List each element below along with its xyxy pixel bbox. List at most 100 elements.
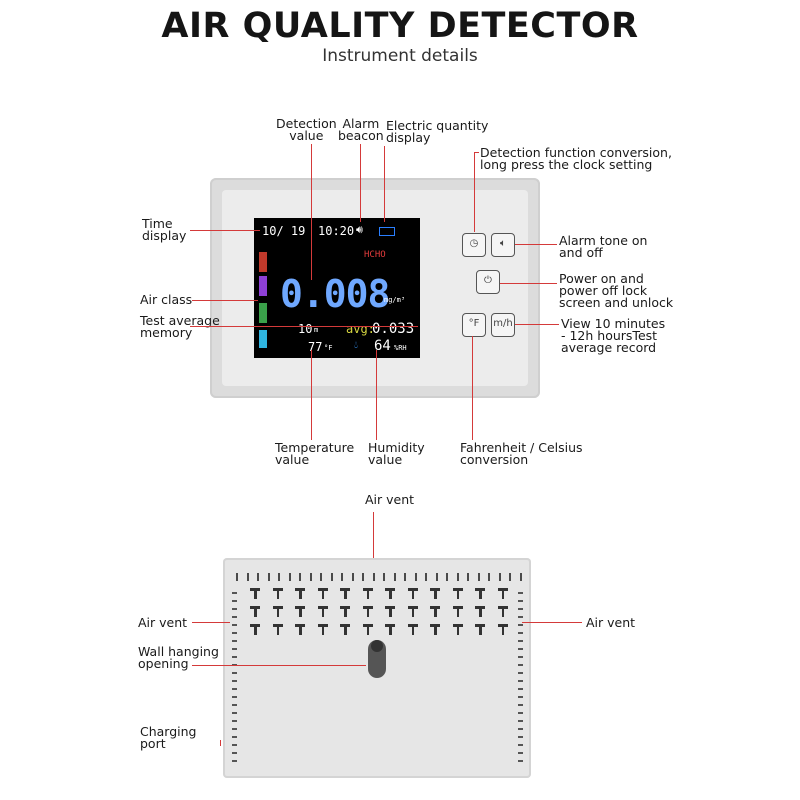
- side-vent-slot: [232, 712, 237, 714]
- vent-slot: [393, 573, 396, 581]
- leader-function-h: [474, 152, 479, 153]
- vent-tee: [340, 588, 350, 599]
- avg-label: avg:: [346, 322, 375, 336]
- vent-slot: [519, 573, 522, 581]
- humidity-unit: %RH: [394, 344, 407, 352]
- side-vent-slot: [232, 736, 237, 738]
- leader-air-vent-left: [192, 622, 230, 623]
- side-vent-slot: [518, 664, 523, 666]
- vent-tee: [295, 624, 305, 635]
- leader-charging-port: [220, 740, 221, 746]
- average-record-button[interactable]: m/h: [491, 313, 515, 337]
- vent-slot: [362, 573, 364, 581]
- vent-tee: [452, 624, 463, 635]
- side-vent-slot: [518, 672, 523, 674]
- label-detection-function: Detection function conversion,long press…: [480, 145, 672, 172]
- vent-slot: [467, 573, 469, 581]
- leader-alarm-beacon: [360, 144, 361, 222]
- vent-tee: [385, 588, 395, 599]
- side-vent-slot: [518, 592, 523, 594]
- vent-slot: [435, 573, 438, 581]
- page-title: AIR QUALITY DETECTOR: [161, 6, 639, 46]
- vent-slot: [257, 573, 259, 581]
- label-air-vent-top: Air vent: [365, 492, 415, 507]
- temperature-unit: °F: [324, 344, 333, 352]
- side-vent-slot: [518, 680, 523, 682]
- side-vent-slot: [518, 744, 523, 746]
- clock-mode-button[interactable]: ◷: [462, 233, 486, 257]
- vent-tee: [475, 606, 485, 617]
- label-air-vent-left: Air vent: [138, 615, 188, 630]
- side-vent-slot: [518, 656, 523, 658]
- side-vent-slot: [232, 696, 237, 698]
- vent-slot: [477, 573, 480, 581]
- vent-slot: [320, 573, 322, 581]
- time-readout: 10:20: [318, 224, 355, 238]
- vent-slot: [404, 573, 406, 581]
- vent-tee: [430, 624, 440, 635]
- vent-tee: [317, 588, 328, 599]
- vent-tee: [295, 606, 305, 617]
- side-vent-slot: [232, 688, 237, 690]
- power-lock-button[interactable]: ⏻: [476, 270, 500, 294]
- vent-tee: [250, 606, 260, 617]
- vent-slot: [299, 573, 301, 581]
- vent-slot: [425, 573, 427, 581]
- vent-tee: [272, 624, 283, 635]
- vent-slot: [383, 573, 385, 581]
- vent-slot: [236, 573, 238, 581]
- vent-tee: [407, 588, 418, 599]
- leader-time: [190, 230, 260, 231]
- vent-slot: [446, 573, 448, 581]
- alarm-tone-button[interactable]: 🔈︎: [491, 233, 515, 257]
- side-vent-slot: [518, 736, 523, 738]
- reading-unit: mg/m³: [384, 296, 406, 304]
- vent-slot: [267, 573, 270, 581]
- side-vent-slot: [232, 728, 237, 730]
- vent-tee: [340, 624, 350, 635]
- leader-temperature: [311, 350, 312, 440]
- leader-air-vent-right: [522, 622, 582, 623]
- side-vent-slot: [518, 728, 523, 730]
- vent-tee: [497, 606, 508, 617]
- air-class-bar-3: [259, 303, 267, 323]
- vent-tee: [430, 588, 440, 599]
- label-air-class: Air class: [140, 292, 193, 307]
- vent-tee: [452, 606, 463, 617]
- air-class-bar-4: [259, 330, 267, 348]
- side-vent-slot: [232, 704, 237, 706]
- vent-slot: [372, 573, 375, 581]
- temp-unit-button[interactable]: °F: [462, 313, 486, 337]
- vent-tee: [475, 588, 485, 599]
- air-class-bar-1: [259, 252, 267, 272]
- side-vent-slot: [232, 600, 237, 602]
- vent-tee: [317, 606, 328, 617]
- leader-detection: [311, 144, 312, 280]
- leader-wall-hanging: [192, 665, 366, 666]
- vent-slot: [288, 573, 291, 581]
- vent-tee: [385, 624, 395, 635]
- side-vent-slot: [518, 640, 523, 642]
- side-vent-slot: [232, 624, 237, 626]
- side-vent-slot: [232, 640, 237, 642]
- vent-tee: [407, 606, 418, 617]
- vent-tee: [362, 588, 373, 599]
- interval-readout: 10: [298, 322, 313, 336]
- vent-slot: [330, 573, 333, 581]
- leader-humidity: [376, 350, 377, 440]
- humidity-icon: 💧︎: [354, 340, 358, 351]
- side-vent-slot: [518, 616, 523, 618]
- vent-tee: [475, 624, 485, 635]
- vent-slot: [278, 573, 280, 581]
- side-vent-slot: [518, 648, 523, 650]
